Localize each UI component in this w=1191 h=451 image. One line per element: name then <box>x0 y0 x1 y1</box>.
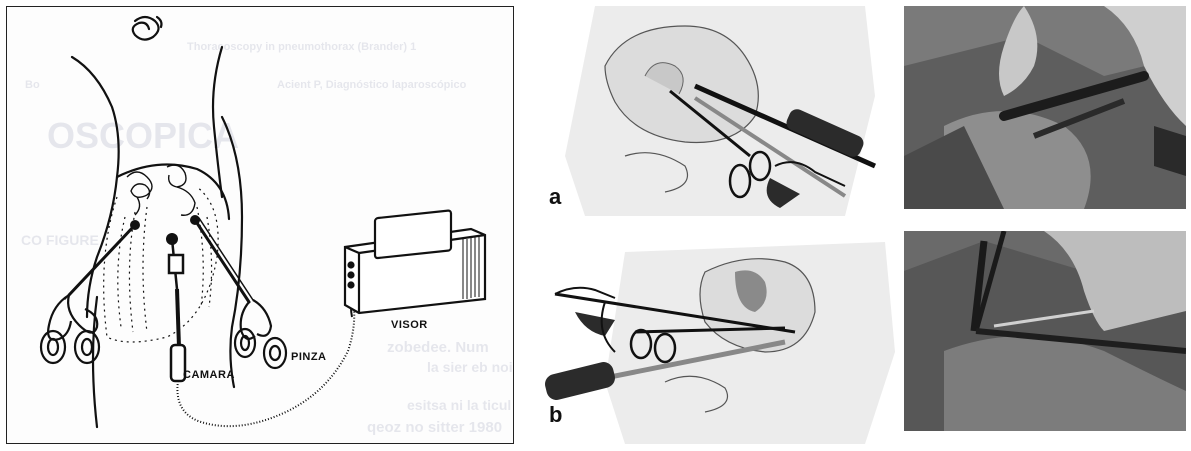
illustration-b-svg <box>545 232 897 444</box>
panel-label-b: b <box>549 402 562 428</box>
illustration-panel-b: b <box>545 232 897 444</box>
patient-illustration <box>7 7 514 444</box>
label-camera: CAMARA <box>183 369 235 381</box>
photo-bottom-svg <box>904 231 1186 431</box>
label-forceps: PINZA <box>291 351 327 363</box>
illustration-panel-a: a <box>545 6 897 216</box>
photo-port-placement <box>904 6 1186 209</box>
thoracoscopy-line-drawing: Thoracoscopy in pneumothorax (Brander) 1… <box>6 6 514 444</box>
label-monitor: VISOR <box>391 319 428 331</box>
illustration-a-svg <box>545 6 897 216</box>
panel-label-a: a <box>549 184 561 210</box>
photo-instruments-inserted <box>904 231 1186 431</box>
photo-top-svg <box>904 6 1186 209</box>
